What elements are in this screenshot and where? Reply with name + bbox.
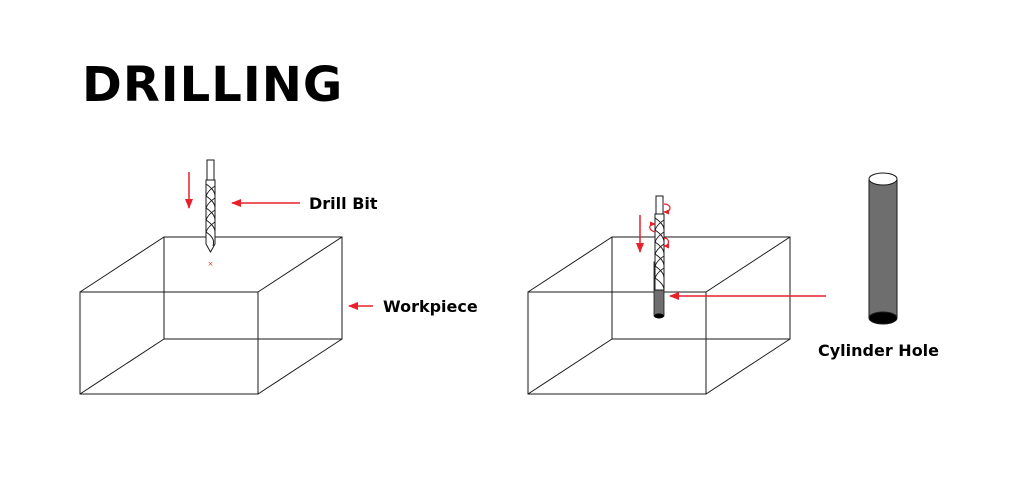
rotation-arrow-icon bbox=[663, 237, 670, 249]
drill-point-mark: × bbox=[208, 260, 214, 268]
drill-bit-label: Drill Bit bbox=[309, 194, 378, 213]
rotation-arrow-icon bbox=[649, 221, 656, 233]
cylinder-hole-label: Cylinder Hole bbox=[818, 341, 939, 360]
rotation-arrow-icon bbox=[663, 203, 671, 215]
page-title: DRILLING bbox=[82, 57, 344, 113]
workpiece-block-right bbox=[527, 236, 791, 395]
workpiece-block-left bbox=[79, 236, 343, 395]
drill-bit-right bbox=[654, 195, 665, 291]
workpiece-label: Workpiece bbox=[383, 297, 478, 316]
cylinder-hole-illustration bbox=[868, 172, 898, 325]
drill-bit-left bbox=[205, 159, 216, 254]
